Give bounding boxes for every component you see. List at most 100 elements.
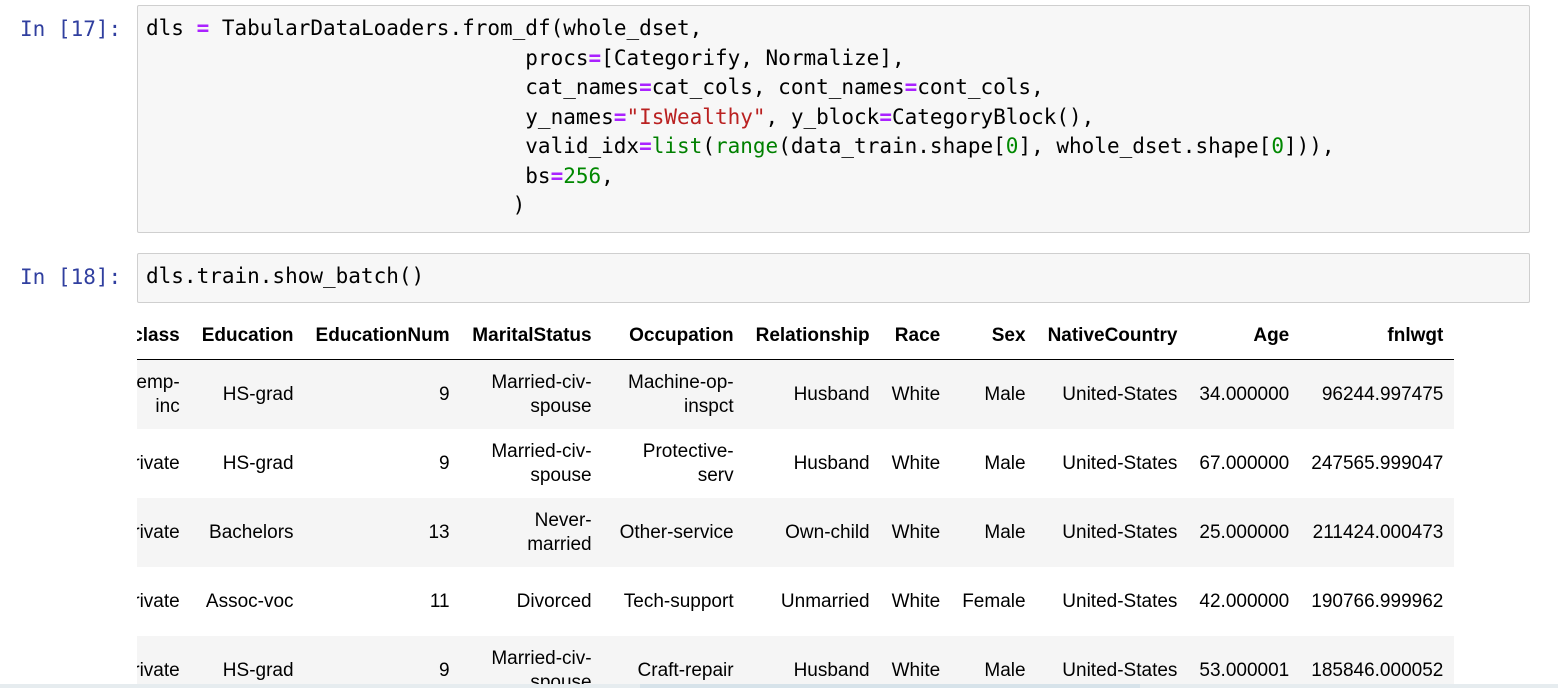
code-token: = — [550, 163, 564, 188]
table-cell: 25.000000 — [1188, 498, 1301, 567]
table-cell: Craft-repair — [602, 636, 745, 688]
column-header: Age — [1188, 312, 1301, 360]
table-cell: HS-grad — [190, 636, 305, 688]
code-token: ) — [146, 193, 526, 217]
code-token: 256 — [563, 163, 602, 188]
table-row: PrivateAssoc-voc11DivorcedTech-supportUn… — [137, 567, 1454, 636]
code-token: , — [601, 163, 614, 188]
code-token: = — [879, 104, 892, 129]
column-header: Occupation — [602, 312, 745, 360]
code-token: ])), — [1283, 134, 1335, 158]
table-cell: Divorced — [516, 590, 592, 612]
table-cell: United-States — [1062, 452, 1178, 474]
code-token: "IsWealthy" — [626, 104, 766, 129]
column-header: Education — [190, 312, 305, 360]
cell-18-code[interactable]: dls.train.show_batch() — [146, 264, 425, 288]
horizontal-scrollbar[interactable] — [0, 684, 1558, 688]
code-token: ], whole_dset.shape[ — [1018, 134, 1272, 158]
table-cell: 34.000000 — [1188, 359, 1301, 429]
cell-17-prompt: In [17]: — [20, 17, 122, 41]
code-token: range — [714, 134, 779, 158]
code-token: = — [196, 16, 210, 40]
table-cell: Husband — [744, 359, 881, 429]
table-cell: Married-civ-spouse — [491, 440, 592, 486]
table-cell: Own-child — [744, 498, 881, 567]
table-cell: Private — [137, 636, 191, 688]
table-cell: Male — [984, 452, 1026, 474]
table-cell: 96244.997475 — [1300, 359, 1455, 429]
table-cell: Male — [951, 498, 1037, 567]
code-token: ( — [702, 134, 715, 158]
table-cell: Male — [951, 636, 1037, 688]
code-token: TabularDataLoaders.from_df(whole_dset, — [209, 16, 703, 40]
table-cell: 9 — [439, 452, 450, 474]
table-cell: Self-emp-inc — [137, 359, 191, 429]
table-cell: United-States — [1036, 359, 1189, 429]
code-token: list — [651, 134, 703, 158]
code-token: CategoryBlock(), — [891, 104, 1095, 129]
table-cell: 13 — [304, 498, 461, 567]
code-token: cat_cols, cont_names — [651, 75, 905, 99]
table-cell: 9 — [304, 636, 461, 688]
code-token: = — [639, 134, 652, 158]
code-token: cat_names — [146, 75, 640, 99]
table-row: Self-emp-incHS-grad9Married-civ-spouseMa… — [137, 359, 1455, 429]
table-cell: HS-grad — [190, 359, 305, 429]
table-cell: Assoc-voc — [205, 590, 294, 612]
table-cell: White — [880, 359, 952, 429]
table-cell: 247565.999047 — [1311, 452, 1444, 474]
table-cell: 185846.000052 — [1300, 636, 1455, 688]
table-cell: Bachelors — [190, 498, 305, 567]
table-cell: 9 — [304, 359, 461, 429]
table-cell: Other-service — [602, 498, 745, 567]
table-cell: White — [891, 590, 941, 612]
table-cell: 211424.000473 — [1300, 498, 1455, 567]
cell-18-prompt: In [18]: — [20, 265, 122, 289]
code-token: dls — [146, 16, 197, 40]
table-cell: Tech-support — [623, 590, 734, 612]
batch-table: WorkclassEducationEducationNumMaritalSta… — [137, 312, 1455, 688]
column-header: MaritalStatus — [460, 312, 603, 360]
column-header: NativeCountry — [1036, 312, 1189, 360]
cell-17-code[interactable]: dls = TabularDataLoaders.from_df(whole_d… — [138, 6, 1529, 229]
code-token: = — [639, 75, 652, 99]
table-cell: Protective-serv — [642, 440, 734, 486]
table-cell: Female — [962, 590, 1026, 612]
table-cell: 190766.999962 — [1311, 590, 1444, 612]
table-cell: 42.000000 — [1199, 590, 1290, 612]
scrollbar-thumb[interactable] — [640, 684, 1140, 688]
table-cell: Private — [137, 498, 191, 567]
table-cell: Machine-op-inspct — [602, 359, 745, 429]
table-cell: Husband — [744, 636, 881, 688]
cell-18-input[interactable]: dls.train.show_batch() — [137, 253, 1530, 303]
table-cell: 11 — [429, 590, 450, 612]
column-header: Relationship — [744, 312, 881, 360]
code-token: = — [588, 45, 602, 70]
code-token: procs — [146, 45, 589, 70]
code-token: = — [613, 104, 627, 129]
code-token: cont_cols, — [917, 75, 1044, 99]
table-cell: Male — [951, 359, 1037, 429]
column-header: Race — [880, 312, 952, 360]
code-token: bs — [146, 163, 551, 188]
code-token: (data_train.shape[ — [778, 134, 1006, 158]
code-token: 0 — [1005, 134, 1019, 158]
table-cell: White — [880, 636, 952, 688]
table-cell: White — [880, 498, 952, 567]
code-token: [Categorify, Normalize], — [601, 45, 905, 70]
table-row: PrivateBachelors13Never-marriedOther-ser… — [137, 498, 1455, 567]
table-cell: Private — [137, 590, 180, 612]
table-row: PrivateHS-grad9Married-civ-spouseCraft-r… — [137, 636, 1455, 688]
table-cell: Private — [137, 452, 180, 474]
table-cell: Husband — [793, 452, 870, 474]
table-cell: Married-civ-spouse — [460, 359, 603, 429]
table-cell: 53.000001 — [1188, 636, 1301, 688]
column-header: Sex — [951, 312, 1037, 360]
code-token: = — [904, 75, 918, 99]
column-header: EducationNum — [304, 312, 461, 360]
table-cell: Never-married — [460, 498, 603, 567]
cell-17-input[interactable]: dls = TabularDataLoaders.from_df(whole_d… — [137, 5, 1530, 233]
table-body: Self-emp-incHS-grad9Married-civ-spouseMa… — [137, 359, 1455, 688]
cell-18-output: WorkclassEducationEducationNumMaritalSta… — [137, 312, 1530, 688]
code-token: 0 — [1271, 134, 1284, 158]
